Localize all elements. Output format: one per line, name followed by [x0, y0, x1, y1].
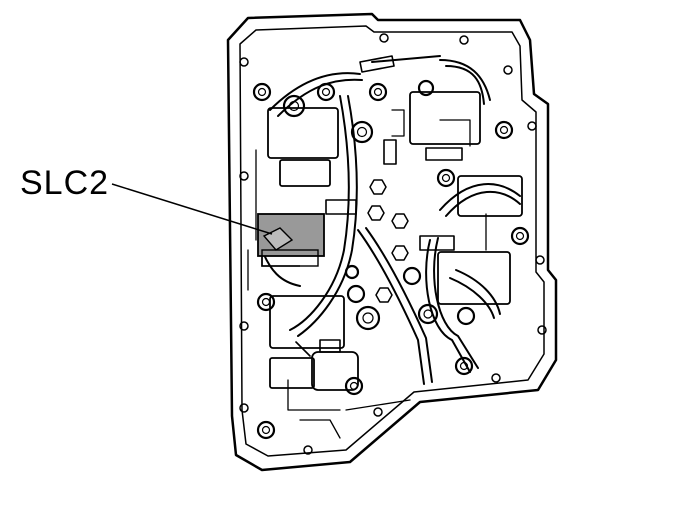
- bolts: [252, 79, 530, 440]
- gasket-outline: [239, 25, 545, 457]
- housing-outline: [226, 12, 558, 472]
- harness-pipes: [261, 55, 521, 385]
- hex-nuts: [367, 179, 409, 303]
- valve-channels: [247, 109, 487, 439]
- slc2-solenoid: [257, 213, 325, 267]
- mounting-holes: [239, 33, 547, 455]
- slc2-callout-label: SLC2: [20, 164, 110, 202]
- connector-clips: [295, 55, 463, 357]
- callout-leader-line: [111, 183, 273, 235]
